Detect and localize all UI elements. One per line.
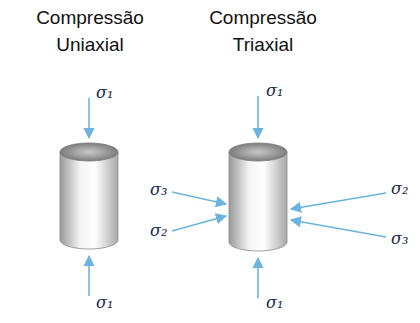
stress-arrow (89, 96, 386, 298)
stress-label: σ₂ (150, 222, 167, 240)
stress-label: σ₁ (266, 82, 283, 100)
panel-title: Compressão Triaxial (188, 4, 338, 58)
panel-title: Compressão Uniaxial (20, 4, 160, 58)
specimen-cylinder (229, 143, 287, 251)
stress-label: σ₃ (150, 181, 167, 199)
stress-label: σ₁ (96, 294, 113, 312)
stress-label: σ₃ (391, 230, 408, 248)
specimen-cylinder (60, 143, 118, 249)
stress-label: σ₂ (391, 180, 408, 198)
stress-label: σ₁ (266, 294, 283, 312)
stress-label: σ₁ (96, 84, 113, 102)
